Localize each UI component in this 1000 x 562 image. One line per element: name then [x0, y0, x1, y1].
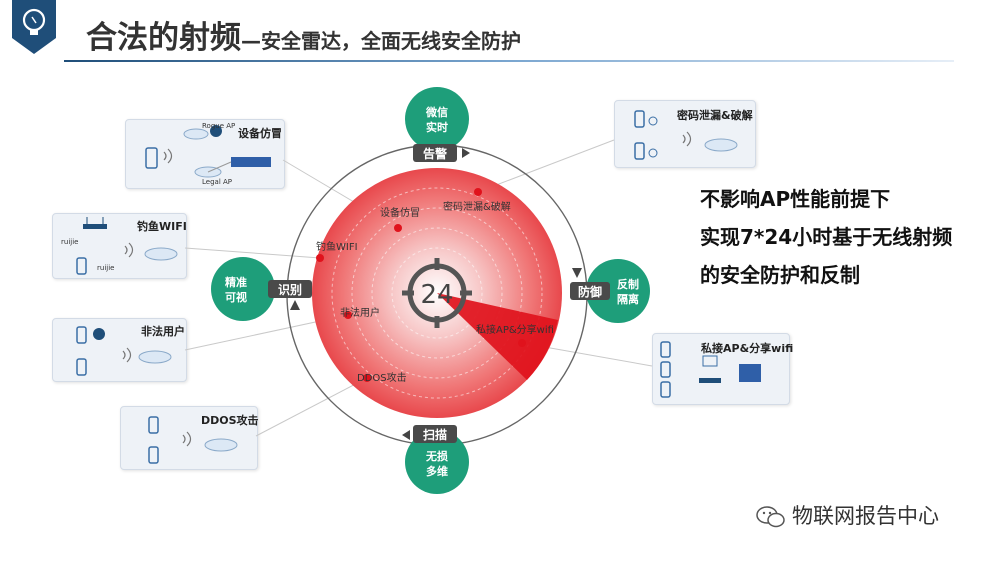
rogue-ap-label: Rogue AP	[202, 122, 236, 130]
title-subtitle: —安全雷达，全面无线安全防护	[241, 29, 521, 53]
ring-label-left: 识别	[278, 283, 302, 297]
threat-label: 钓鱼WIFI	[316, 240, 358, 253]
card-password: 密码泄漏&破解	[614, 100, 756, 168]
page-title: 合法的射频—安全雷达，全面无线安全防护	[86, 12, 521, 57]
radar-sweep	[437, 293, 558, 380]
ring-label-top: 告警	[423, 146, 447, 161]
node-left-line1: 精准	[225, 275, 247, 289]
side-text-line: 不影响AP性能前提下	[700, 187, 891, 211]
side-description: 不影响AP性能前提下 实现7*24小时基于无线射频 的安全防护和反制	[700, 180, 952, 294]
ruijie-label-1: ruijie	[61, 238, 79, 246]
card-phishing: 钓鱼WIFI ruijie ruijie	[52, 213, 187, 279]
card-illegal-user: 非法用户	[52, 318, 187, 382]
threat-label: 密码泄漏&破解	[443, 200, 511, 213]
center-value: 24	[420, 280, 453, 310]
threat-label: 私接AP&分享wifi	[476, 323, 554, 336]
ring-label-right: 防御	[578, 284, 602, 299]
node-left-line2: 可视	[225, 290, 247, 304]
side-text-line: 实现7*24小时基于无线射频	[700, 225, 953, 249]
node-bottom	[405, 430, 469, 494]
crosshair-icon	[402, 258, 472, 328]
legal-ap-label: Legal AP	[202, 178, 232, 186]
node-right	[586, 259, 650, 323]
wechat-icon	[756, 506, 785, 528]
ddos-title: DDOS攻击	[201, 414, 259, 427]
password-illustration	[634, 110, 738, 160]
side-text-line: 的安全防护和反制	[700, 263, 860, 287]
threat-label: 设备仿冒	[380, 206, 420, 219]
ring-label-box-bottom	[413, 425, 457, 443]
lightbulb-badge-icon	[12, 0, 56, 54]
ddos-illustration	[148, 416, 238, 464]
ring-label-box-top	[413, 144, 457, 162]
node-top-line1: 微信	[425, 105, 448, 119]
ring-arrow-icons	[290, 148, 582, 440]
password-title: 密码泄漏&破解	[677, 109, 753, 122]
ruijie-label-2: ruijie	[97, 264, 115, 272]
node-right-line1: 反制	[617, 277, 639, 291]
node-right-line2: 隔离	[617, 292, 639, 306]
threat-label: 非法用户	[340, 306, 380, 319]
watermark-text: 物联网报告中心	[792, 504, 939, 528]
phishing-title: 钓鱼WIFI	[137, 220, 187, 233]
device-spoof-title: 设备仿冒	[238, 127, 282, 140]
phishing-illustration	[76, 217, 178, 275]
threat-label: DDOS攻击	[357, 371, 407, 384]
ring-label-bottom: 扫描	[423, 427, 447, 442]
title-divider	[64, 60, 954, 62]
private-ap-illustration	[660, 341, 761, 398]
card-private-ap: 私接AP&分享wifi	[652, 333, 794, 405]
node-bottom-line2: 多维	[426, 464, 448, 478]
node-top	[405, 87, 469, 151]
title-main: 合法的射频	[86, 20, 241, 56]
ring-label-box-left	[268, 280, 312, 298]
illegal-user-title: 非法用户	[141, 325, 185, 338]
private-ap-title: 私接AP&分享wifi	[701, 342, 794, 355]
ring-label-box-right	[570, 282, 610, 300]
card-ddos: DDOS攻击	[120, 406, 259, 470]
node-top-line2: 实时	[426, 120, 448, 134]
threat-dots	[316, 188, 526, 382]
node-bottom-line1: 无损	[425, 449, 448, 463]
illegal-user-illustration	[76, 326, 172, 376]
device-spoof-illustration	[145, 125, 271, 178]
radar-rings	[331, 187, 543, 399]
card-device-spoof: Rogue AP 设备仿冒 Legal AP	[125, 119, 285, 189]
node-left	[211, 257, 275, 321]
